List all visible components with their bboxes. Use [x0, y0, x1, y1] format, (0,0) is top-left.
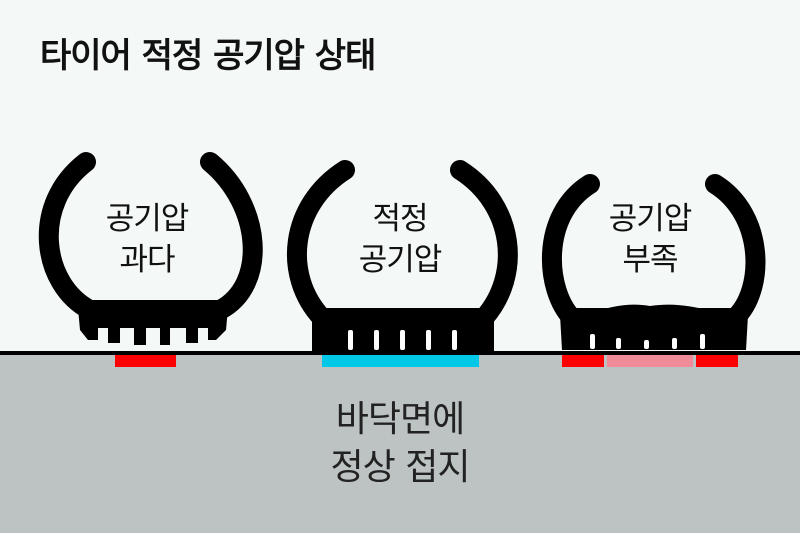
diagram-title: 타이어 적정 공기압 상태	[40, 36, 376, 76]
tire-label-over-inflated: 공기압 과다	[47, 199, 247, 281]
ground-caption-line1: 바닥면에	[335, 399, 465, 440]
contact-patch-over-inflated	[115, 355, 176, 367]
tire-label-over-line1: 공기압	[105, 201, 190, 237]
tire-over-inflated	[38, 152, 263, 345]
ground-caption: 바닥면에 정상 접지	[200, 396, 600, 492]
tire-under-grooves	[590, 334, 705, 349]
tire-label-over-line2: 과다	[119, 242, 175, 278]
contact-patch-under-left	[562, 355, 604, 367]
ground-caption-line2: 정상 접지	[330, 447, 471, 488]
tire-label-normal-line2: 공기압	[358, 242, 443, 278]
tire-over-tread	[78, 300, 228, 345]
tire-label-normal-line1: 적정	[372, 201, 428, 237]
contact-patch-under-right	[696, 355, 738, 367]
contact-patch-normal	[322, 355, 479, 367]
tire-under-inflated	[542, 174, 766, 350]
tire-label-under-inflated: 공기압 부족	[550, 199, 750, 281]
tire-label-normal: 적정 공기압	[300, 199, 500, 281]
tire-normal	[286, 160, 518, 352]
contact-patch-under-center	[607, 355, 693, 367]
ground-surface	[0, 351, 800, 533]
tire-label-under-line2: 부족	[622, 242, 678, 278]
tire-label-under-line1: 공기압	[608, 201, 693, 237]
tire-normal-grooves	[348, 330, 457, 350]
